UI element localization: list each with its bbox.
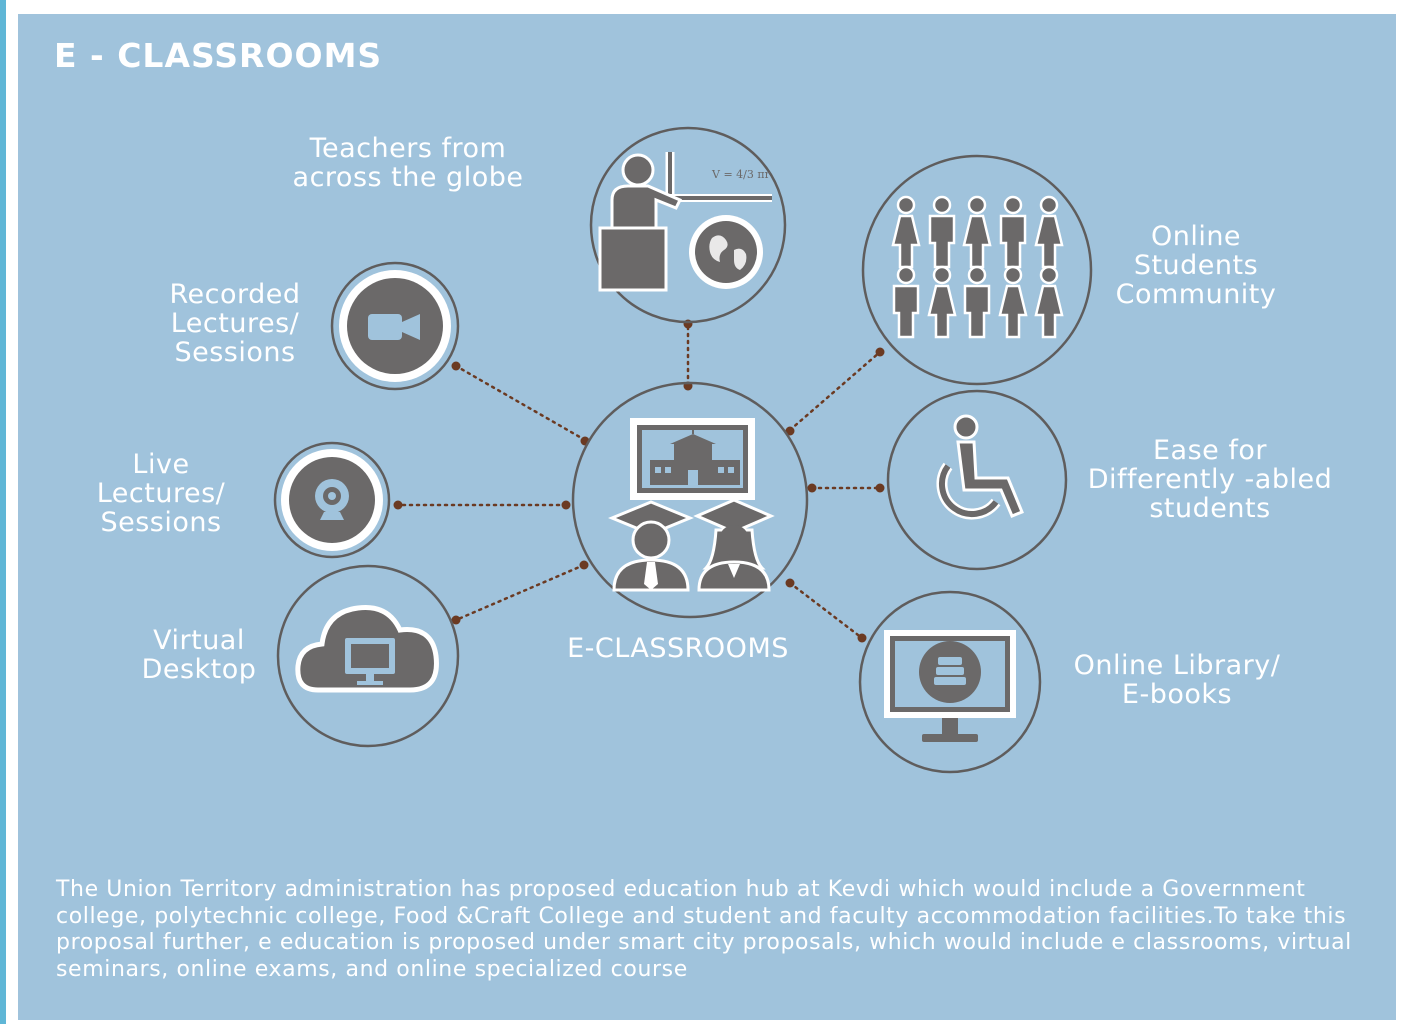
label-recorded: Recorded Lectures/ Sessions <box>169 279 301 368</box>
person-icon <box>1034 214 1064 269</box>
person-icon <box>896 265 916 285</box>
person-icon <box>932 195 952 215</box>
connector-recorded <box>454 364 587 442</box>
person-icon <box>896 195 916 215</box>
label-live: Live Lectures/ Sessions <box>96 449 226 538</box>
node-ease <box>886 389 1068 571</box>
node-live <box>273 441 391 559</box>
connector-library <box>788 581 864 640</box>
person-icon <box>932 265 952 285</box>
person-icon <box>998 284 1028 339</box>
person-icon <box>1039 195 1059 215</box>
node-recorded <box>330 261 460 391</box>
person-icon <box>927 284 957 339</box>
page-title: E - CLASSROOMS <box>54 36 383 75</box>
virtual-classroom-icon <box>608 418 775 592</box>
person-icon <box>999 214 1027 269</box>
label-library: Online Library/ E-books <box>1073 650 1281 710</box>
person-icon <box>967 195 987 215</box>
node-virtual <box>276 564 460 748</box>
connector-community <box>788 350 882 432</box>
video-camera-icon <box>368 314 420 340</box>
node-center <box>571 381 809 619</box>
person-icon <box>892 284 920 339</box>
accent-bar <box>0 0 6 1024</box>
person-icon <box>1003 195 1023 215</box>
label-center: E-CLASSROOMS <box>567 633 789 664</box>
students-group-icon <box>891 195 1064 339</box>
person-icon <box>962 214 992 269</box>
node-community <box>861 154 1093 386</box>
teacher-globe-icon: V = 4/3 πr <box>598 152 772 292</box>
node-library <box>858 590 1042 774</box>
person-icon <box>928 214 956 269</box>
label-virtual: Virtual Desktop <box>141 625 257 685</box>
formula-text: V = 4/3 πr <box>711 168 771 181</box>
wheelchair-icon <box>936 414 1024 520</box>
description-text: The Union Territory administration has p… <box>56 877 1352 982</box>
person-icon <box>1003 265 1023 285</box>
label-ease: Ease for Differently -abled students <box>1087 435 1333 524</box>
webcam-icon <box>315 479 349 520</box>
person-icon <box>1039 265 1059 285</box>
person-icon <box>967 265 987 285</box>
person-icon <box>963 284 991 339</box>
label-teachers: Teachers from across the globe <box>292 133 524 193</box>
monitor-books-icon <box>884 630 1016 742</box>
connectors <box>396 323 882 640</box>
label-community: Online Students Community <box>1115 221 1277 310</box>
connector-virtual <box>454 563 586 622</box>
person-icon <box>1034 284 1064 339</box>
person-icon <box>891 214 921 269</box>
cloud-desktop-icon <box>295 604 439 693</box>
node-teachers: V = 4/3 πr <box>589 126 787 324</box>
